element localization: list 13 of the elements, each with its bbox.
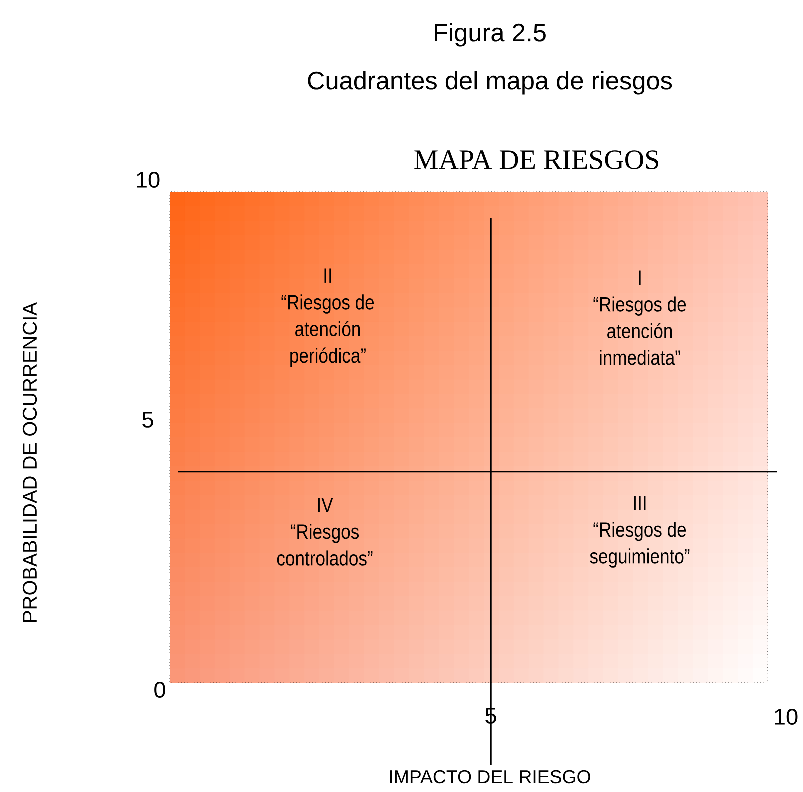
tick-label: 0 — [154, 682, 166, 698]
chart-title: MAPA DE RIESGOS — [414, 150, 658, 170]
quadrant-label: II “Riesgos de atención periódica” — [282, 268, 374, 368]
tick-label: 10 — [137, 172, 160, 188]
quadrant-label: III “Riesgos de seguimiento” — [590, 496, 690, 568]
quadrant-label: I “Riesgos de atención inmediata” — [594, 270, 686, 366]
tick-label: 5 — [142, 412, 154, 428]
tick-label: 10 — [775, 708, 798, 726]
axis-label-y: PROBABILIDAD DE OCURRENCIA — [22, 302, 38, 622]
figure-caption: Cuadrantes del mapa de riesgos — [308, 71, 672, 95]
axis-label: IMPACTO DEL RIESGO — [390, 770, 590, 784]
figure-title: Figura 2.5 — [435, 23, 546, 47]
quadrant-label: IV “Riesgos controlados” — [277, 498, 373, 566]
